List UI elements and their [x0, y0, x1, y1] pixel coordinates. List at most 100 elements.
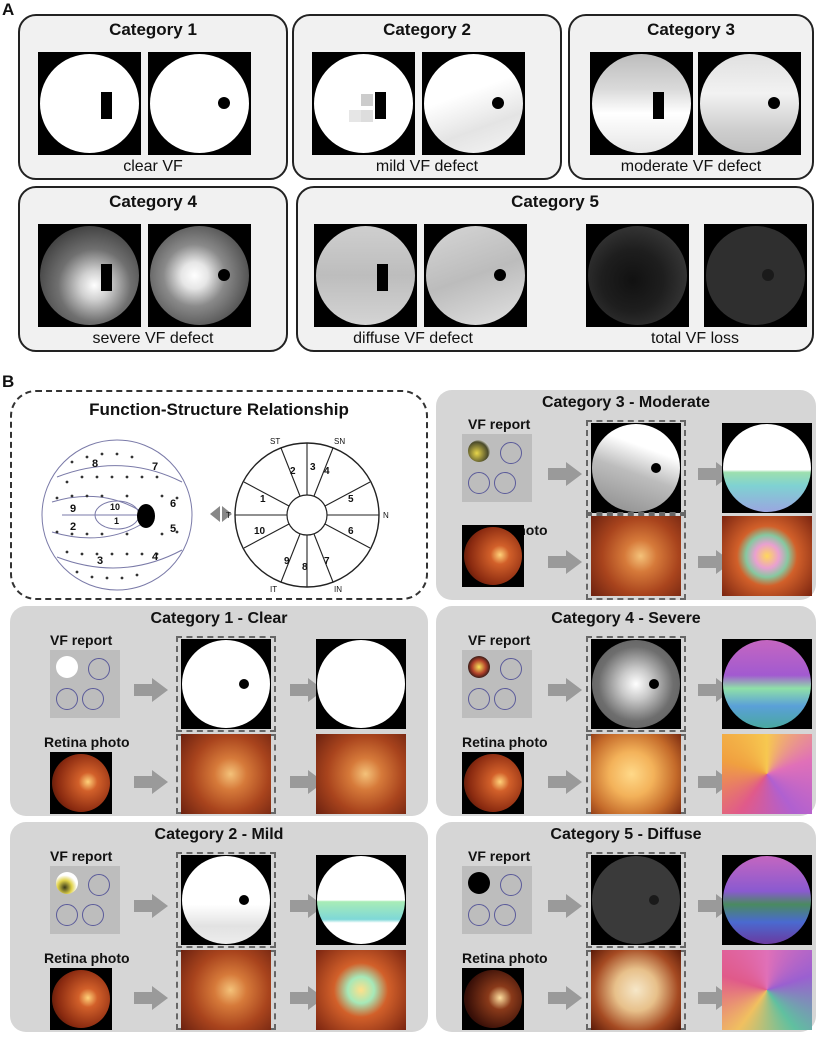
vf-map-diffuse-left — [314, 224, 417, 327]
box-title: Category 2 - Mild — [154, 826, 284, 843]
vf-overlay-map — [722, 423, 812, 513]
category-title: Category 5 — [511, 192, 599, 211]
vf-report-label: VF report — [50, 632, 113, 648]
vf-overlay-map — [316, 639, 406, 729]
panel-a-letter: A — [2, 0, 15, 19]
vf-number: 9 — [70, 503, 76, 515]
optic-disc-overlay — [722, 950, 812, 1030]
vf-map-left — [312, 52, 415, 155]
optic-disc-crop — [181, 950, 271, 1030]
vf-map-left — [590, 52, 693, 155]
category-caption-total: total VF loss — [650, 330, 740, 347]
vf-map — [591, 855, 681, 945]
dashed-frame — [586, 420, 686, 516]
category-2-mild-box: Category 2 - Mild VF report Retina photo — [10, 822, 428, 1032]
retina-fundus-image — [50, 968, 112, 1030]
vf-report-thumbnail — [462, 866, 532, 934]
sector-label-sn: SN — [334, 437, 345, 446]
category-caption: mild VF defect — [375, 158, 479, 175]
dashed-frame — [586, 512, 686, 600]
arrow-icon — [548, 986, 582, 1010]
optic-disc-crop — [181, 734, 271, 814]
vf-map-right — [148, 52, 251, 155]
vf-report-thumbnail — [462, 650, 532, 718]
dashed-frame — [176, 636, 276, 732]
vf-report-label: VF report — [468, 416, 531, 432]
sector-label-it: IT — [270, 585, 277, 594]
arrow-icon — [134, 894, 168, 918]
dashed-frame — [586, 636, 686, 732]
sector-number: 9 — [284, 556, 290, 567]
vf-overlay-map — [316, 855, 406, 945]
arrow-icon — [134, 986, 168, 1010]
function-structure-box: Function-Structure Relationship 8 7 9 6 … — [10, 390, 428, 600]
dashed-frame — [176, 852, 276, 948]
retina-fundus-image — [50, 752, 112, 814]
arrow-icon — [548, 894, 582, 918]
category-title: Category 3 — [647, 20, 735, 39]
arrow-icon — [134, 770, 168, 794]
category-caption: severe VF defect — [92, 330, 214, 347]
category-1-clear-box: Category 1 - Clear VF report Retina phot… — [10, 606, 428, 816]
sector-label-st: ST — [270, 437, 280, 446]
category-caption: clear VF — [123, 158, 183, 175]
vf-overlay-map — [722, 855, 812, 945]
category-4-severe-box: Category 4 - Severe VF report Retina pho… — [436, 606, 816, 816]
vf-map-total-right — [704, 224, 807, 327]
arrow-icon — [548, 550, 582, 574]
sector-number: 3 — [310, 462, 316, 473]
vf-number: 8 — [92, 458, 98, 470]
vf-map-right — [422, 52, 525, 155]
retina-fundus-image — [462, 968, 524, 1030]
sector-number: 1 — [260, 494, 266, 505]
sector-number: 10 — [254, 526, 266, 537]
category-3-box: Category 3 moderate VF defect — [568, 14, 814, 180]
category-caption: moderate VF defect — [620, 158, 762, 175]
vf-map-diffuse-right — [424, 224, 527, 327]
arrow-icon — [548, 462, 582, 486]
retina-photo-label: Retina photo — [462, 950, 548, 966]
optic-disc-overlay — [316, 734, 406, 814]
arrow-icon — [290, 894, 324, 918]
vf-number: 5 — [170, 523, 176, 535]
box-title: Category 4 - Severe — [551, 610, 701, 627]
optic-disc-crop — [591, 950, 681, 1030]
retina-photo-label: Retina photo — [44, 734, 130, 750]
category-2-box: Category 2 mild VF defect — [292, 14, 562, 180]
vf-map — [181, 639, 271, 729]
category-1-box: Category 1 clear VF — [18, 14, 288, 180]
retina-photo-label: Retina photo — [462, 734, 548, 750]
category-title: Category 2 — [383, 20, 471, 39]
vf-report-thumbnail — [50, 650, 120, 718]
category-4-box: Category 4 severe VF defect — [18, 186, 288, 352]
fsr-title: Function-Structure Relationship — [89, 400, 349, 419]
box-title: Category 1 - Clear — [150, 610, 288, 627]
vf-number: 2 — [70, 521, 76, 533]
retina-fundus-image — [462, 525, 524, 587]
retina-fundus-image — [462, 752, 524, 814]
vf-number: 4 — [152, 551, 159, 563]
category-title: Category 4 — [109, 192, 197, 211]
optic-disc-overlay — [316, 950, 406, 1030]
vf-number: 10 — [110, 502, 120, 512]
vf-number: 3 — [97, 555, 103, 567]
vf-report-label: VF report — [468, 632, 531, 648]
vf-map — [591, 639, 681, 729]
vf-report-thumbnail — [50, 866, 120, 934]
vf-map — [591, 423, 681, 513]
arrow-icon — [134, 678, 168, 702]
vf-overlay-map — [722, 639, 812, 729]
vf-number: 6 — [170, 498, 176, 510]
vf-map-left — [38, 224, 141, 327]
arrow-icon — [290, 986, 324, 1010]
arrow-icon — [548, 770, 582, 794]
sector-number: 6 — [348, 526, 354, 537]
sector-number: 5 — [348, 494, 354, 505]
vf-map-total-left — [586, 224, 689, 327]
vf-map-right — [148, 224, 251, 327]
optic-disc-crop — [591, 734, 681, 814]
vf-number: 7 — [152, 461, 158, 473]
optic-disc-overlay — [722, 516, 812, 596]
sector-label-t: T — [226, 511, 231, 520]
sector-label-in: IN — [334, 585, 342, 594]
